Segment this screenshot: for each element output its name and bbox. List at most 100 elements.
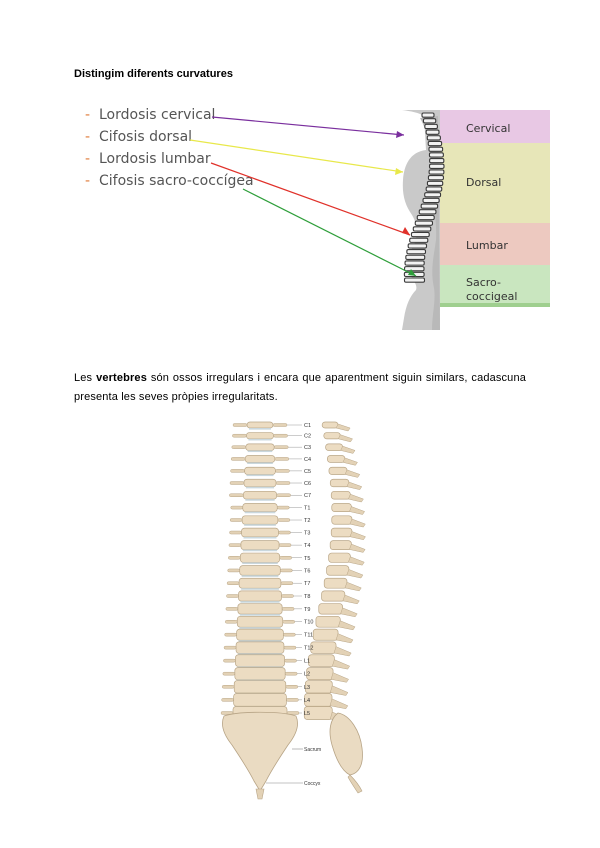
paragraph-text: Les (74, 372, 96, 384)
vertebra-lateral (322, 422, 338, 428)
transverse-process (274, 446, 288, 449)
vertebra (425, 124, 438, 128)
vertebra-label: T6 (304, 568, 310, 574)
transverse-process (274, 434, 288, 437)
region-label-dorsal: Dorsal (466, 176, 501, 189)
spinous-process (341, 446, 355, 453)
vertebra-label: C2 (304, 434, 311, 440)
transverse-process (285, 659, 297, 662)
vertebra-label: L4 (304, 698, 310, 704)
intervertebral-disc (245, 512, 276, 514)
vertebra (429, 147, 443, 151)
vertebra (404, 278, 424, 282)
vertebra-label: C1 (304, 423, 311, 429)
vertebra-anterior (237, 616, 282, 627)
vertebra-label: T5 (304, 556, 310, 562)
transverse-process (283, 620, 295, 623)
transverse-process (228, 569, 240, 572)
vertebra-lateral (324, 578, 347, 588)
transverse-process (280, 556, 292, 559)
vertebra-label: T9 (304, 607, 310, 613)
spinous-process (348, 494, 363, 502)
vertebra-lateral (332, 504, 352, 512)
transverse-process (277, 494, 291, 497)
transverse-process (276, 482, 290, 485)
vertebra-anterior (246, 433, 273, 439)
arrow-sacrococcigea (243, 189, 416, 276)
spinous-process (338, 435, 352, 442)
region-label-coccigeal: coccigeal (466, 290, 517, 303)
vertebra-lateral (311, 642, 336, 653)
vertebra-lateral (329, 553, 351, 562)
vertebra-lateral (331, 528, 352, 537)
vertebra-label: C6 (304, 481, 311, 487)
vertebra-label: C3 (304, 445, 311, 451)
transverse-process (279, 544, 291, 547)
transverse-process (222, 685, 234, 688)
spinous-process (347, 569, 363, 578)
transverse-process (228, 556, 240, 559)
transverse-process (231, 506, 243, 509)
vertebra-label: L2 (304, 672, 310, 678)
sacrum-lateral (330, 713, 363, 775)
vertebra-anterior (243, 504, 278, 512)
vertebra-anterior (242, 516, 278, 524)
transverse-process (222, 698, 234, 701)
vertebra-lateral (327, 455, 345, 462)
vertebra-anterior (247, 422, 273, 428)
transverse-process (230, 482, 244, 485)
vertebra-label: C4 (304, 457, 311, 463)
spinous-process (347, 482, 362, 490)
region-label-sacro: Sacro- (466, 276, 501, 289)
vertebra (410, 238, 428, 242)
transverse-process (286, 698, 298, 701)
vertebra-label: C5 (304, 469, 311, 475)
vertebra (417, 215, 434, 219)
intervertebral-disc (248, 439, 271, 441)
intervertebral-disc (244, 537, 277, 539)
vertebra-lateral (313, 629, 338, 640)
vertebra-anterior (234, 694, 287, 707)
vertebra (405, 261, 424, 265)
vertebra-anterior (236, 642, 284, 653)
spinous-process (349, 544, 365, 552)
vertebra-lateral (330, 479, 349, 487)
vertebra-anterior (241, 541, 279, 550)
vertebra-lateral (316, 616, 340, 627)
vertebra-lateral (319, 604, 343, 615)
transverse-process (277, 506, 289, 509)
region-label-lumbar: Lumbar (466, 239, 508, 252)
vertebra-lateral (308, 655, 334, 667)
arrow-cervical-head (396, 131, 404, 138)
transverse-process (275, 457, 289, 460)
vertebra-label: T7 (304, 581, 310, 587)
vertebra-label: L3 (304, 685, 310, 691)
spinous-process (350, 532, 366, 540)
vertebra-label: T10 (304, 620, 313, 626)
vertebra-anterior (238, 604, 282, 615)
transverse-process (282, 595, 294, 598)
vertebra-anterior (237, 629, 284, 640)
vertebra (425, 193, 441, 197)
vertebra (428, 176, 443, 180)
transverse-process (223, 672, 235, 675)
intervertebral-disc (244, 524, 276, 526)
coccyx-lateral (348, 775, 362, 793)
vertebra-lateral (307, 668, 333, 680)
transverse-process (278, 519, 290, 522)
vertebra-anterior (245, 455, 275, 462)
transverse-process (286, 685, 298, 688)
spinous-process (343, 458, 358, 465)
transverse-process (230, 531, 242, 534)
coccyx-anterior (256, 789, 264, 799)
transverse-process (233, 424, 247, 427)
vertebra (405, 267, 424, 271)
arrow-lumbar (211, 163, 410, 235)
vertebra (428, 141, 441, 145)
region-band-base (440, 303, 550, 307)
vertebra-label: T4 (304, 543, 310, 549)
vertebra-anterior (240, 553, 279, 562)
transverse-process (225, 620, 237, 623)
vertebra-label: L1 (304, 659, 310, 665)
vertebra (406, 255, 425, 259)
